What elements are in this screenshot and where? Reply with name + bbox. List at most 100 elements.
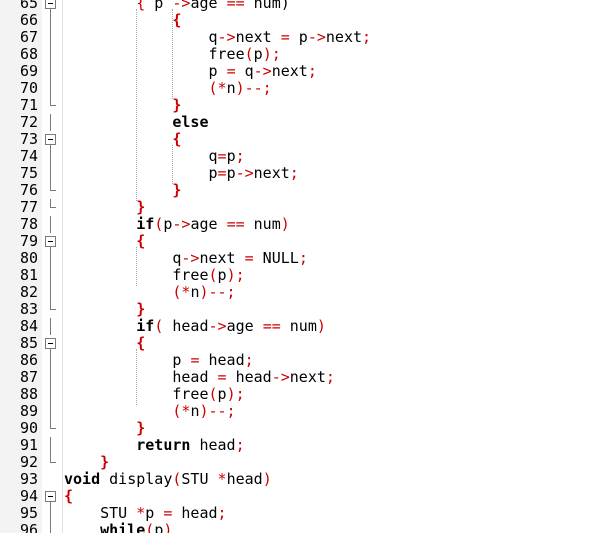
operator-token: ; <box>217 504 227 522</box>
code-line[interactable]: 71 } <box>0 97 610 114</box>
identifier-token: display <box>100 470 173 488</box>
code-line[interactable]: 84 if( head->age == num) <box>0 318 610 335</box>
code-line[interactable]: 80 q->next = NULL; <box>0 250 610 267</box>
line-number: 84 <box>19 317 38 335</box>
code-text[interactable]: head = head->next; <box>64 369 335 386</box>
code-text[interactable]: free(p); <box>64 46 281 63</box>
code-text[interactable]: } <box>64 301 145 318</box>
fold-empty <box>42 471 62 488</box>
code-line[interactable]: 85 { <box>0 335 610 352</box>
line-number: 87 <box>19 368 38 386</box>
fold-collapse-icon[interactable] <box>42 0 62 12</box>
indent-whitespace <box>64 521 100 533</box>
code-line[interactable]: 88 free(p); <box>0 386 610 403</box>
code-text[interactable]: (*n)--; <box>64 80 272 97</box>
line-number: 71 <box>19 96 38 114</box>
code-line[interactable]: 86 p = head; <box>0 352 610 369</box>
code-text[interactable]: if( head->age == num) <box>64 318 326 335</box>
code-line[interactable]: 69 p = q->next; <box>0 63 610 80</box>
code-text[interactable]: free(p); <box>64 267 244 284</box>
code-line[interactable]: 79 { <box>0 233 610 250</box>
code-line[interactable]: 89 (*n)--; <box>0 403 610 420</box>
indent-guide <box>172 145 174 184</box>
code-line[interactable]: 94{ <box>0 488 610 505</box>
code-line[interactable]: 72 else <box>0 114 610 131</box>
code-text[interactable]: q->next = p->next; <box>64 28 372 46</box>
code-text[interactable]: { <box>64 12 181 29</box>
code-text[interactable]: free(p); <box>64 385 244 403</box>
code-text[interactable]: while(p) <box>64 522 172 533</box>
code-text[interactable]: { p ->age == num) <box>64 0 290 12</box>
code-text[interactable]: { <box>64 335 145 352</box>
code-text[interactable]: } <box>64 199 145 216</box>
fold-rail <box>42 80 62 97</box>
identifier-token: next <box>289 368 326 386</box>
code-line[interactable]: 73 { <box>0 131 610 148</box>
code-line[interactable]: 87 head = head->next; <box>0 369 610 386</box>
code-line[interactable]: 82 (*n)--; <box>0 284 610 301</box>
code-line[interactable]: 70 (*n)--; <box>0 80 610 97</box>
code-text[interactable]: if(p->age == num) <box>64 216 290 233</box>
line-number: 92 <box>19 453 38 471</box>
operator-token: ( <box>208 385 218 403</box>
code-text[interactable]: } <box>64 97 181 114</box>
code-text[interactable]: (*n)--; <box>64 403 235 420</box>
code-text[interactable]: return head; <box>64 437 244 454</box>
fold-collapse-icon[interactable] <box>42 131 62 148</box>
fold-rail <box>42 29 62 46</box>
identifier-token: next <box>235 28 281 46</box>
code-text[interactable]: { <box>64 233 145 250</box>
identifier-token: free <box>172 385 209 403</box>
code-line[interactable]: 83 } <box>0 301 610 318</box>
fold-collapse-icon[interactable] <box>42 335 62 352</box>
code-text[interactable]: q=p; <box>64 148 245 165</box>
code-line[interactable]: 76 } <box>0 182 610 199</box>
line-number: 66 <box>19 11 38 29</box>
indent-guide <box>136 247 138 286</box>
line-number: 88 <box>19 385 38 403</box>
operator-token: -> <box>253 62 272 80</box>
identifier-token: n <box>190 283 200 301</box>
code-text[interactable]: q->next = NULL; <box>64 249 307 267</box>
brace-token: { <box>136 334 146 352</box>
code-text[interactable]: else <box>64 114 208 131</box>
code-line[interactable]: 68 free(p); <box>0 46 610 63</box>
identifier-token: q <box>208 28 218 46</box>
code-text[interactable]: p = head; <box>64 352 253 369</box>
indent-guide <box>136 349 138 405</box>
code-line[interactable]: 77 } <box>0 199 610 216</box>
line-number: 74 <box>19 147 38 165</box>
code-text[interactable]: } <box>64 420 145 437</box>
code-line[interactable]: 96 while(p) <box>0 522 610 533</box>
code-line[interactable]: 91 return head; <box>0 437 610 454</box>
code-line[interactable]: 67 q->next = p->next; <box>0 29 610 46</box>
code-line[interactable]: 74 q=p; <box>0 148 610 165</box>
code-line[interactable]: 65 { p ->age == num) <box>0 0 610 12</box>
code-line[interactable]: 75 p=p->next; <box>0 165 610 182</box>
operator-token: = <box>163 504 173 522</box>
code-text[interactable]: STU *p = head; <box>64 504 227 522</box>
fold-collapse-icon[interactable] <box>42 233 62 250</box>
indent-whitespace <box>64 249 172 267</box>
code-line[interactable]: 78 if(p->age == num) <box>0 216 610 233</box>
code-line[interactable]: 90 } <box>0 420 610 437</box>
code-text[interactable]: { <box>64 488 73 505</box>
identifier-token: q <box>172 249 182 267</box>
code-text[interactable]: void display(STU *head) <box>64 471 272 488</box>
code-line[interactable]: 66 { <box>0 12 610 29</box>
code-text[interactable]: p = q->next; <box>64 63 317 80</box>
operator-token: )--; <box>235 79 272 97</box>
line-number: 90 <box>19 419 38 437</box>
code-text[interactable]: { <box>64 131 181 148</box>
code-line[interactable]: 95 STU *p = head; <box>0 505 610 522</box>
indent-whitespace <box>64 96 172 114</box>
code-line[interactable]: 81 free(p); <box>0 267 610 284</box>
fold-collapse-icon[interactable] <box>42 488 62 505</box>
code-text[interactable]: (*n)--; <box>64 283 235 301</box>
code-line[interactable]: 92 } <box>0 454 610 471</box>
code-text[interactable]: p=p->next; <box>64 165 299 182</box>
code-text[interactable]: } <box>64 454 109 471</box>
code-text[interactable]: } <box>64 182 181 199</box>
